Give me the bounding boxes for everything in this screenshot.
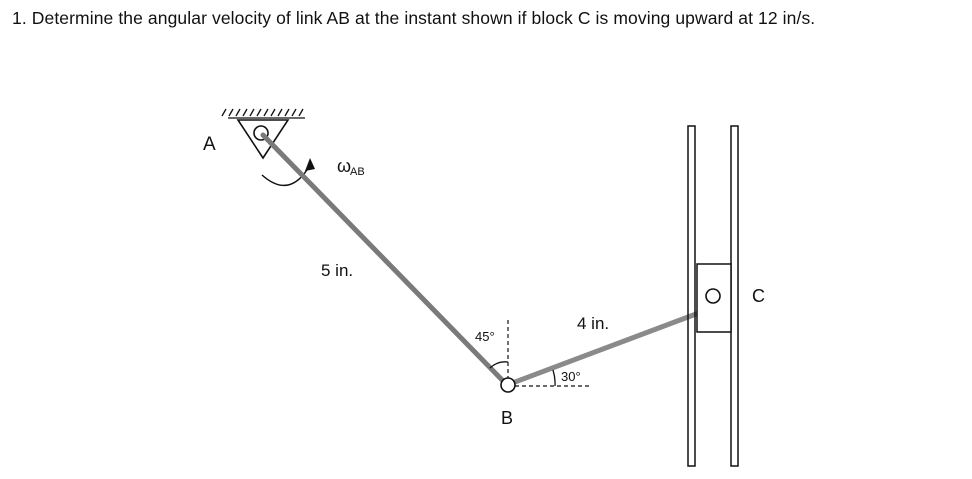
omega-arrow	[261, 164, 311, 187]
omega-arrowhead-icon	[305, 158, 315, 171]
label-length-ab: 5 in.	[321, 261, 353, 280]
pin-b	[500, 377, 516, 393]
ground-support-a	[221, 108, 305, 119]
problem-statement: 1. Determine the angular velocity of lin…	[12, 8, 816, 28]
label-omega-subscript: AB	[350, 166, 365, 178]
label-a: A	[203, 134, 216, 155]
label-omega: ω	[337, 156, 351, 176]
link-ab	[260, 132, 510, 388]
label-b: B	[501, 408, 513, 428]
link-bc	[504, 305, 715, 388]
angle-arc-45	[489, 361, 509, 369]
label-length-bc: 4 in.	[577, 314, 609, 333]
label-angle-45: 45°	[475, 329, 495, 344]
pin-c	[705, 288, 721, 304]
label-angle-30: 30°	[561, 369, 581, 384]
label-c: C	[752, 286, 765, 306]
angle-arc-30	[552, 369, 556, 387]
